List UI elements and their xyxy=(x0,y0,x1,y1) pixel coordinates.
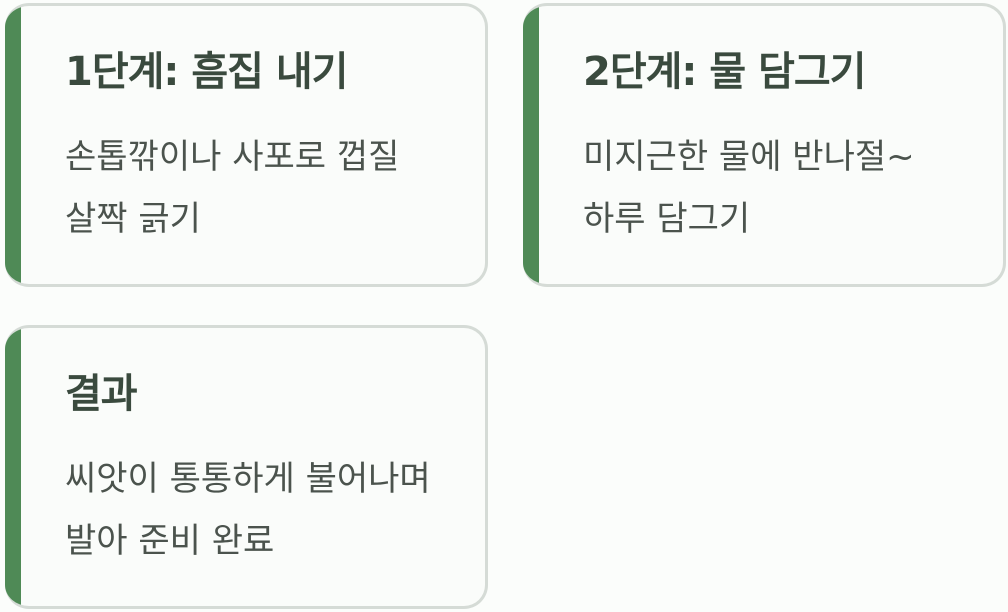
card-title: 결과 xyxy=(65,371,138,417)
card-accent-bar xyxy=(5,328,21,606)
card-accent-bar xyxy=(5,6,21,284)
card-description: 미지근한 물에 반나절~하루 담그기 xyxy=(583,137,915,239)
step-card-soak: 2단계: 물 담그기 미지근한 물에 반나절~하루 담그기 xyxy=(523,3,1006,287)
card-title: 1단계: 흠집 내기 xyxy=(65,49,348,95)
card-description: 손톱깎이나 사포로 껍질 살짝 긁기 xyxy=(65,137,400,239)
card-accent-bar xyxy=(523,6,539,284)
result-card: 결과 씨앗이 통통하게 불어나며 발아 준비 완료 xyxy=(5,325,488,609)
card-description: 씨앗이 통통하게 불어나며 발아 준비 완료 xyxy=(65,459,431,561)
card-title: 2단계: 물 담그기 xyxy=(583,49,866,95)
step-card-scratch: 1단계: 흠집 내기 손톱깎이나 사포로 껍질 살짝 긁기 xyxy=(5,3,488,287)
